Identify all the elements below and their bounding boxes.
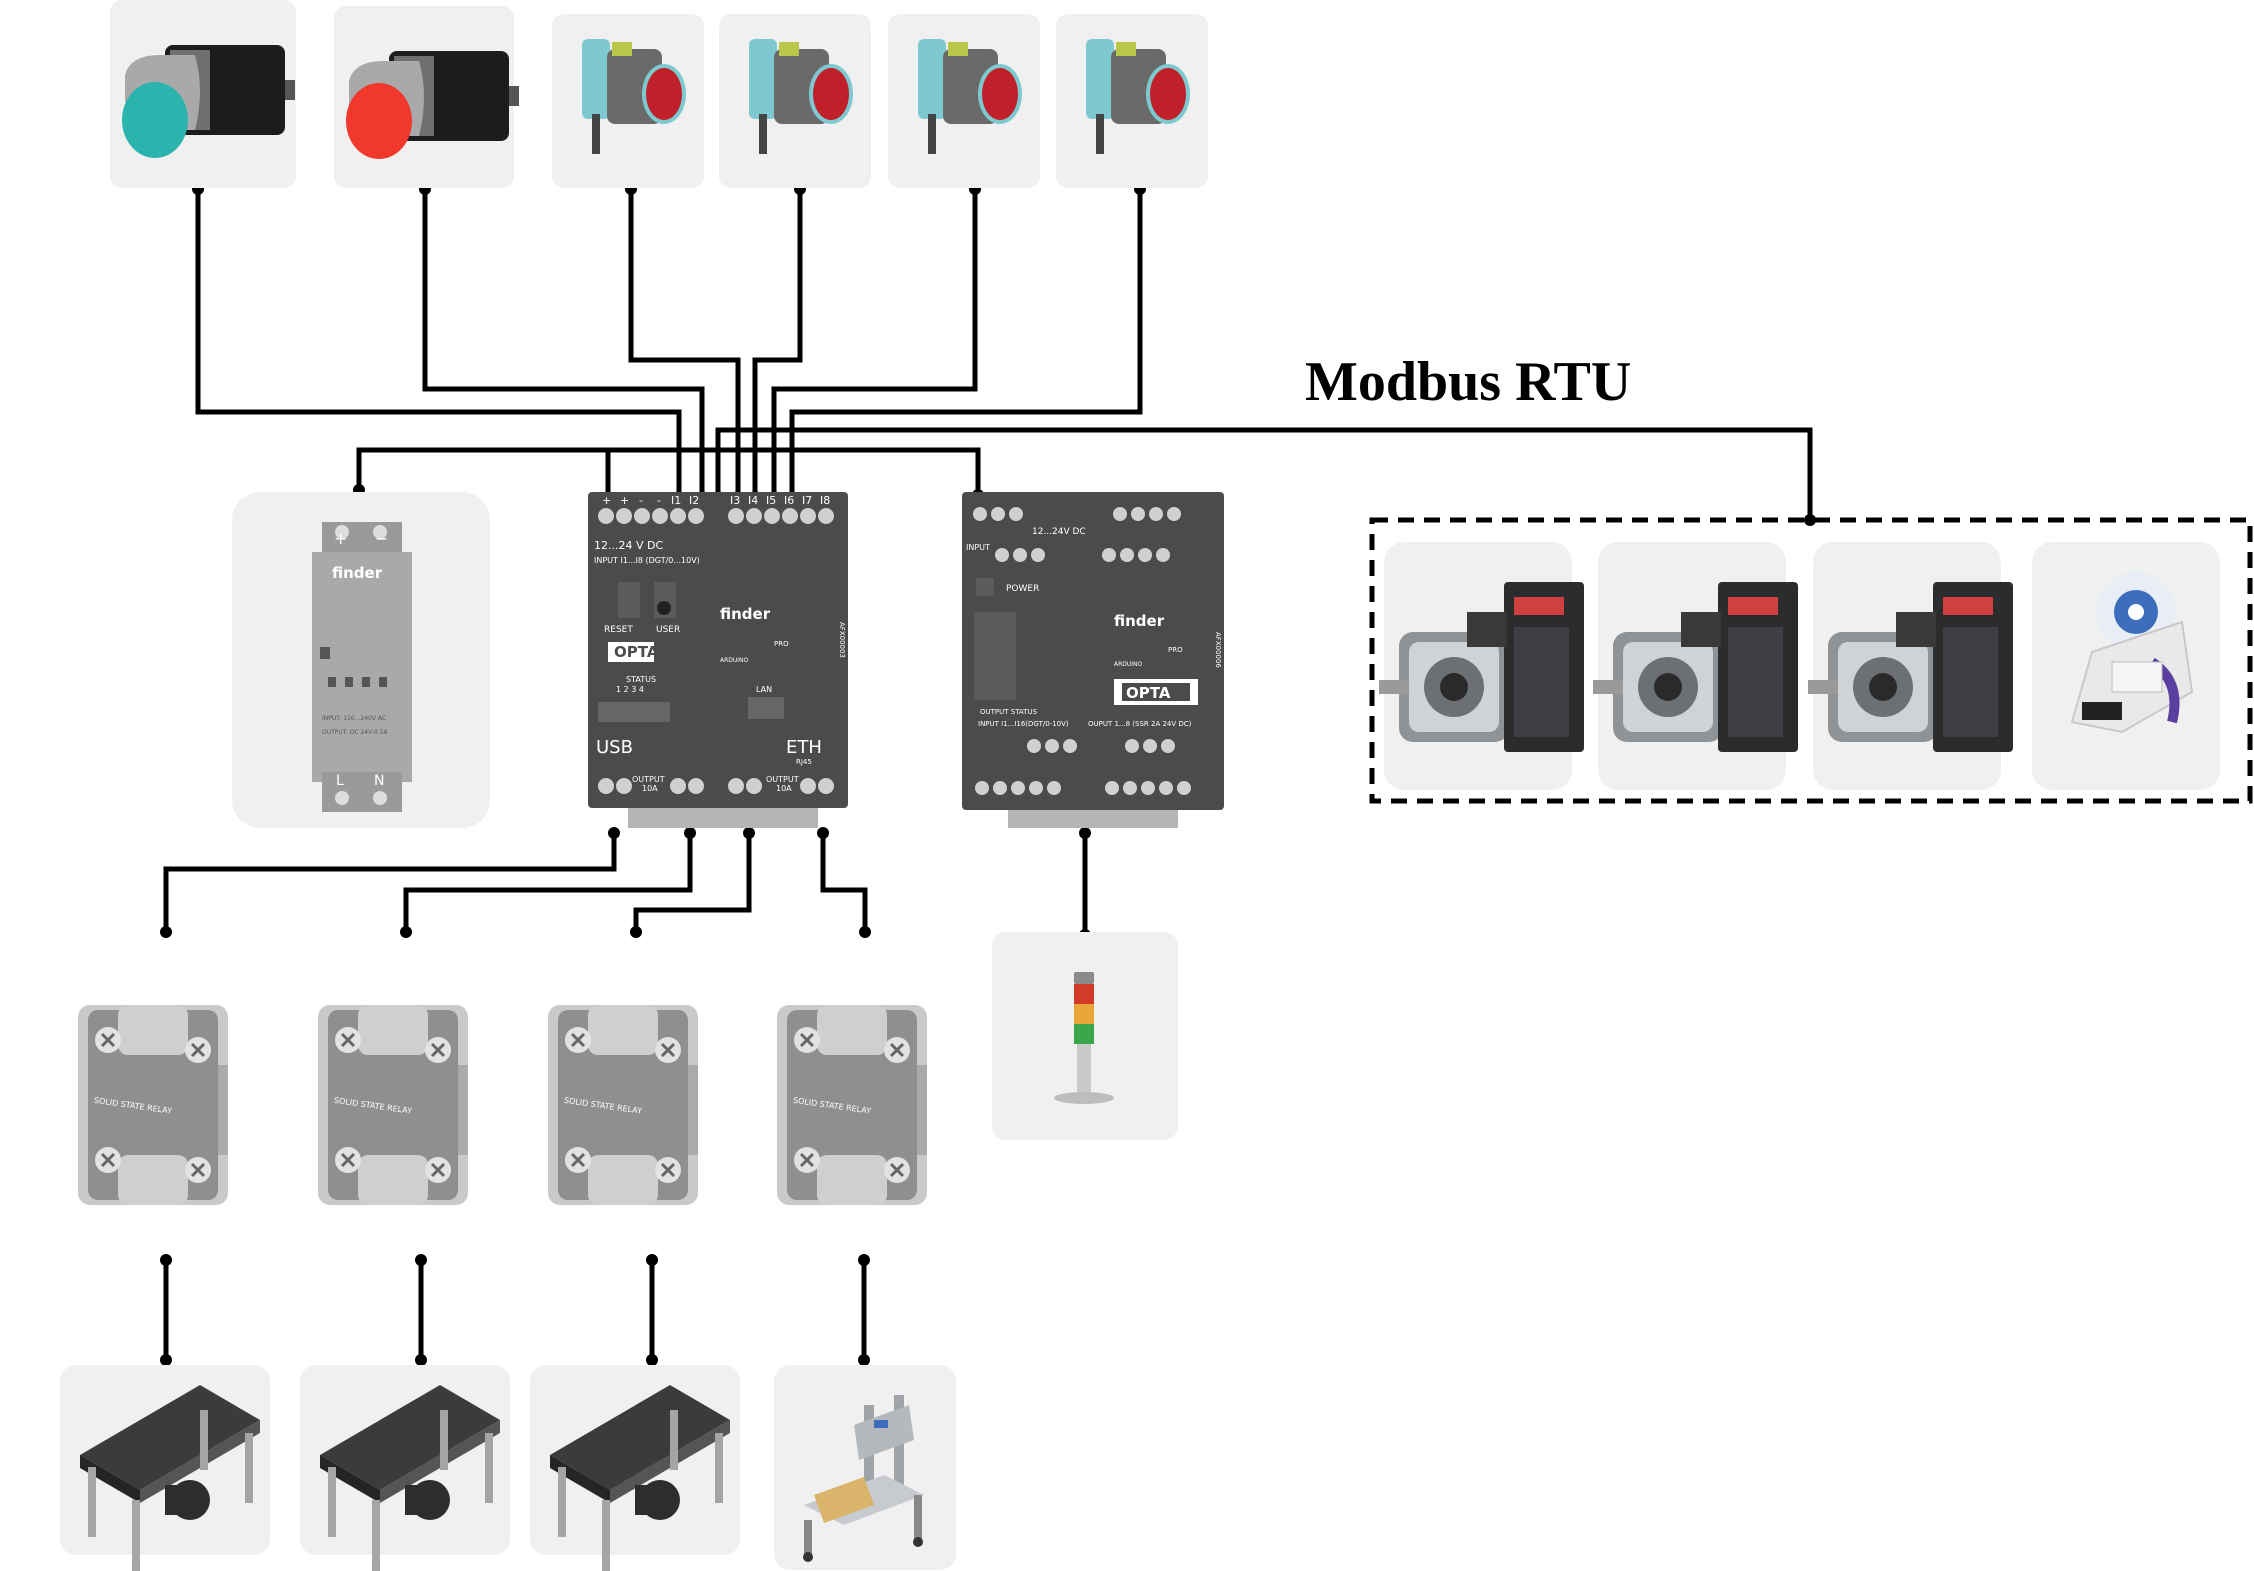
plc-user: USER (656, 625, 680, 635)
terminal-label: I1 (671, 494, 681, 507)
photoelectric-sensor-icon (749, 39, 853, 154)
exp-input: INPUT (966, 543, 990, 552)
terminal-label: I6 (784, 494, 794, 507)
exp-arduino: ARDUINO (1114, 661, 1143, 668)
plc-side-code: AFX00003 (838, 622, 846, 658)
terminal-label: I7 (802, 494, 812, 507)
plc-output-1: OUTPUT (632, 775, 665, 784)
terminal-label: I8 (820, 494, 830, 507)
plc-usb: USB (596, 737, 633, 758)
servo-drive-2 (1593, 542, 1798, 790)
plc-input-range: INPUT I1...I8 (DGT/0...10V) (594, 556, 700, 565)
label-applicator (2032, 542, 2220, 790)
plc-rj45: RJ45 (796, 758, 812, 766)
plc-output-rating-1: 10A (642, 784, 658, 793)
photoelectric-sensor-4 (1056, 14, 1208, 188)
start-pushbutton-icon (122, 45, 295, 158)
carton-sealer-icon (803, 1395, 924, 1562)
plc-supply: 12...24 V DC (594, 539, 663, 552)
plc-brand: finder (720, 605, 771, 623)
plc-output-2: OUTPUT (766, 775, 799, 784)
label-applicator-icon (2070, 572, 2194, 734)
psu-input: INPUT: 110...240V AC (322, 715, 386, 722)
solid-state-relay-2: SOLID STATE RELAY (316, 1003, 470, 1207)
photoelectric-sensor-icon (1086, 39, 1190, 154)
psu-n: N (374, 773, 384, 789)
solid-state-relay-4: SOLID STATE RELAY (775, 1003, 929, 1207)
exp-pro: PRO (1168, 646, 1183, 654)
plc-reset: RESET (604, 625, 633, 635)
sensor-lens (1150, 68, 1186, 120)
plc-controller-icon: 12...24 V DC INPUT I1...I8 (DGT/0...10V)… (588, 492, 848, 828)
terminal-label: I4 (748, 494, 758, 507)
exp-power: POWER (1006, 584, 1039, 594)
terminal-label: I5 (766, 494, 776, 507)
psu-l: L (336, 773, 344, 789)
sensor-lens (813, 68, 849, 120)
servo-drive-1 (1379, 542, 1584, 790)
photoelectric-sensor-2 (719, 14, 871, 188)
exp-output-range: OUPUT 1...8 (SSR 2A 24V DC) (1088, 720, 1192, 728)
exp-output-status: OUTPUT STATUS (980, 708, 1038, 716)
exp-input-range: INPUT I1...I16(DGT/0-10V) (978, 720, 1069, 728)
power-supply: + − finder INPUT: 110...240V AC OUTPUT: … (232, 492, 490, 828)
servo-drive-3 (1808, 542, 2013, 790)
start-button-cap (122, 82, 188, 158)
start-pushbutton (110, 0, 296, 188)
terminal-label: I3 (730, 494, 740, 507)
terminal-label: + (602, 494, 611, 507)
psu-output: OUTPUT: DC 24V-0.5A (322, 729, 389, 736)
plc-eth: ETH (786, 737, 822, 758)
plc-expansion-module-icon: 12...24V DC INPUT POWER finder ARDUINO P… (962, 492, 1224, 828)
psu-brand: finder (332, 564, 383, 582)
sensor-lens (646, 68, 682, 120)
plc-arduino: ARDUINO (720, 657, 749, 664)
plc-lan: LAN (756, 685, 772, 694)
stop-pushbutton (334, 6, 519, 188)
plc-status: STATUS (626, 675, 656, 684)
exp-side-code: AFX00006 (1214, 632, 1222, 668)
terminal-label: + (620, 494, 629, 507)
stop-pushbutton-icon (346, 51, 519, 159)
plc-controller: 12...24 V DC INPUT I1...I8 (DGT/0...10V)… (588, 492, 848, 828)
photoelectric-sensor-icon (918, 39, 1022, 154)
conveyor-1 (60, 1365, 270, 1571)
svg-text:+: + (334, 529, 347, 548)
exp-brand: finder (1114, 612, 1165, 630)
plc-expansion-module: 12...24V DC INPUT POWER finder ARDUINO P… (962, 492, 1224, 828)
sensor-lens (982, 68, 1018, 120)
exp-supply: 12...24V DC (1032, 527, 1086, 537)
signal-tower-light-icon (1054, 972, 1114, 1104)
conveyor-2 (300, 1365, 510, 1571)
plc-terminal-labels: + + - - I1 I2 I3 I4 I5 I6 I7 I8 (602, 494, 830, 507)
carton-sealer (774, 1365, 956, 1570)
solid-state-relay-1: SOLID STATE RELAY (76, 1003, 230, 1207)
plc-model: OPTA (614, 643, 659, 661)
wiring (163, 185, 1813, 1363)
terminal-label: - (657, 494, 661, 507)
signal-tower (992, 932, 1178, 1140)
conveyor-3 (530, 1365, 740, 1571)
terminal-label: I2 (689, 494, 699, 507)
exp-model: OPTA (1126, 684, 1171, 702)
photoelectric-sensor-icon (582, 39, 686, 154)
stop-button-cap (346, 83, 412, 159)
photoelectric-sensor-1 (552, 14, 704, 188)
svg-text:−: − (375, 529, 388, 548)
plc-output-rating-2: 10A (776, 784, 792, 793)
plc-status-nums: 1 2 3 4 (616, 685, 644, 694)
modbus-device-group (1369, 517, 2253, 804)
terminal-label: - (639, 494, 643, 507)
plc-pro: PRO (774, 640, 789, 648)
din-rail-power-supply-icon: + − finder INPUT: 110...240V AC OUTPUT: … (312, 522, 412, 812)
photoelectric-sensor-3 (888, 14, 1040, 188)
modbus-rtu-label: Modbus RTU (1305, 351, 1631, 413)
solid-state-relay-3: SOLID STATE RELAY (546, 1003, 700, 1207)
